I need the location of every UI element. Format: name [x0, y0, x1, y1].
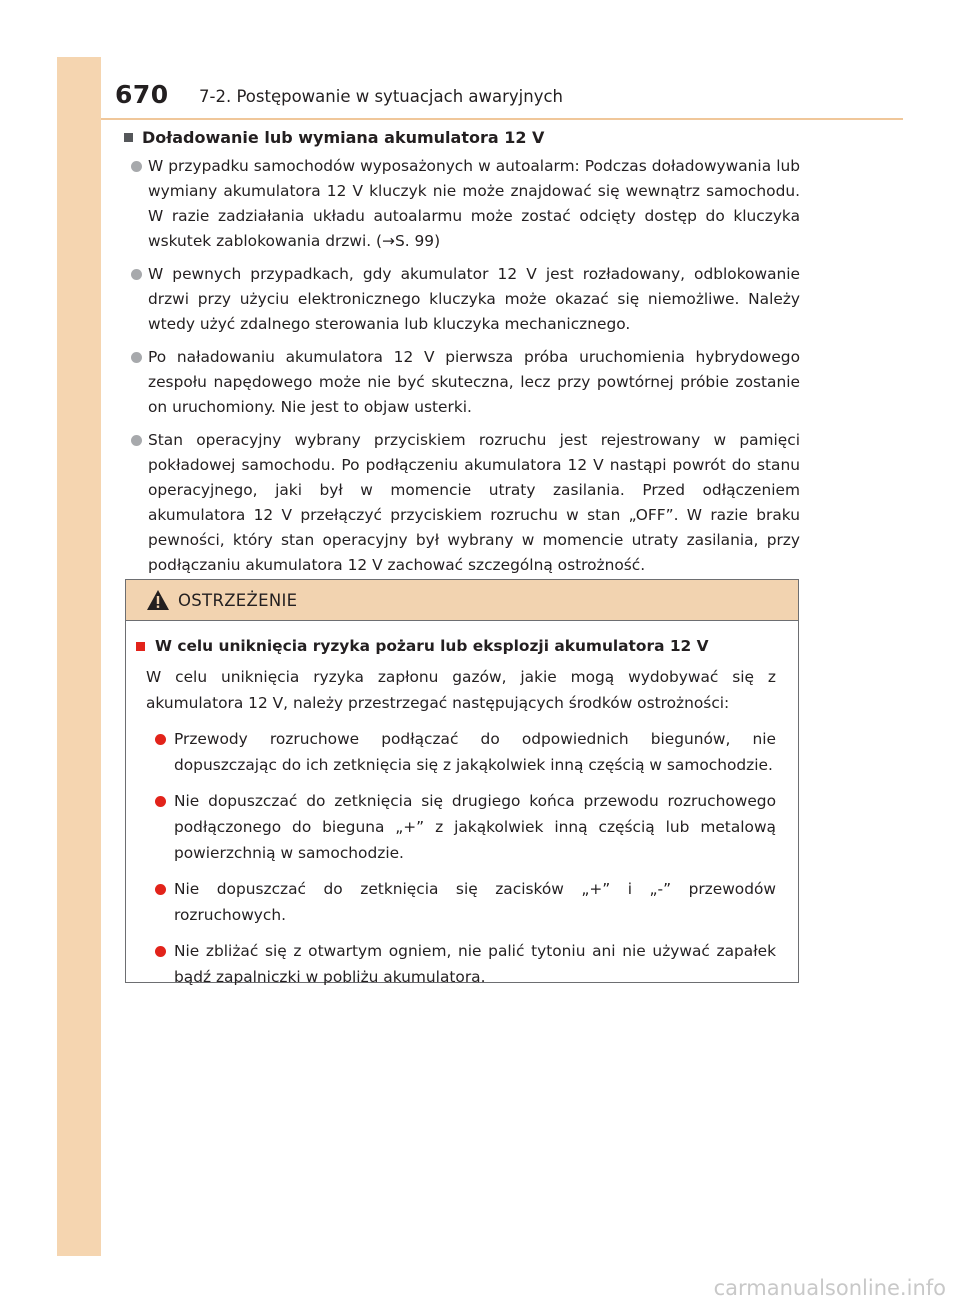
warning-intro: W celu uniknięcia ryzyka zapłonu gazów, …	[146, 668, 776, 712]
list-item-text: W przypadku samochodów wyposażonych w au…	[148, 157, 800, 250]
warning-body: W celu uniknięcia ryzyka pożaru lub eksp…	[126, 621, 798, 990]
section-heading-text: Doładowanie lub wymiana akumulatora 12 V	[142, 128, 545, 147]
red-circle-bullet-icon	[155, 734, 166, 745]
warning-list-item: Przewody rozruchowe podłączać do odpowie…	[136, 726, 776, 778]
warning-triangle-icon	[147, 590, 169, 610]
red-circle-bullet-icon	[155, 946, 166, 957]
warning-heading: W celu uniknięcia ryzyka pożaru lub eksp…	[136, 633, 776, 660]
warning-heading-text: W celu uniknięcia ryzyka pożaru lub eksp…	[155, 637, 709, 655]
circle-bullet-icon	[131, 435, 142, 446]
page-header: 670 7-2. Postępowanie w sytuacjach awary…	[101, 74, 903, 120]
list-item: Stan operacyjny wybrany przyciskiem rozr…	[124, 428, 800, 578]
list-item-text: W pewnych przypadkach, gdy akumulator 12…	[148, 265, 800, 333]
warning-list-item-text: Nie dopuszczać do zetknięcia się zaciskó…	[174, 880, 776, 924]
list-item-text: Stan operacyjny wybrany przyciskiem rozr…	[148, 431, 800, 574]
warning-header: OSTRZEŻENIE	[126, 580, 798, 621]
red-square-bullet-icon	[136, 642, 145, 651]
square-bullet-icon	[124, 133, 133, 142]
list-item: W pewnych przypadkach, gdy akumulator 12…	[124, 262, 800, 337]
circle-bullet-icon	[131, 269, 142, 280]
page-number: 670	[115, 80, 169, 109]
chapter-title: 7-2. Postępowanie w sytuacjach awaryjnyc…	[199, 87, 564, 106]
circle-bullet-icon	[131, 161, 142, 172]
side-color-band	[57, 57, 101, 1256]
warning-box: OSTRZEŻENIE W celu uniknięcia ryzyka poż…	[125, 579, 799, 986]
warning-list-item: Nie dopuszczać do zetknięcia się drugieg…	[136, 788, 776, 866]
main-content: Doładowanie lub wymiana akumulatora 12 V…	[124, 124, 800, 586]
circle-bullet-icon	[131, 352, 142, 363]
warning-title: OSTRZEŻENIE	[178, 590, 298, 610]
red-circle-bullet-icon	[155, 796, 166, 807]
list-item: W przypadku samochodów wyposażonych w au…	[124, 154, 800, 254]
warning-list-item-text: Nie dopuszczać do zetknięcia się drugieg…	[174, 792, 776, 862]
list-item: Po naładowaniu akumulatora 12 V pierwsza…	[124, 345, 800, 420]
red-circle-bullet-icon	[155, 884, 166, 895]
warning-list-item: Nie zbliżać się z otwartym ogniem, nie p…	[136, 938, 776, 990]
warning-list-item-text: Przewody rozruchowe podłączać do odpowie…	[174, 730, 776, 774]
warning-list-item: Nie dopuszczać do zetknięcia się zaciskó…	[136, 876, 776, 928]
section-heading: Doładowanie lub wymiana akumulatora 12 V	[124, 124, 800, 151]
watermark: carmanualsonline.info	[713, 1276, 946, 1300]
list-item-text: Po naładowaniu akumulatora 12 V pierwsza…	[148, 348, 800, 416]
warning-list-item-text: Nie zbliżać się z otwartym ogniem, nie p…	[174, 942, 776, 986]
